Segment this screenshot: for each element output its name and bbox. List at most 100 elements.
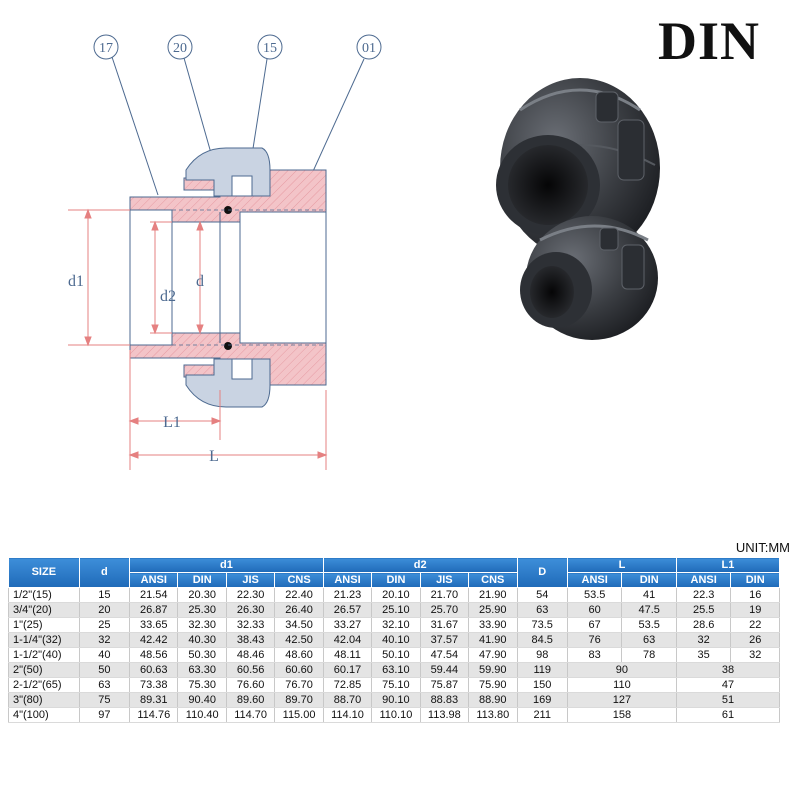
table-cell: 26.57 [322,602,373,618]
table-cell: 76.70 [274,677,324,693]
dim-L-label: L [209,448,219,465]
table-cell: 60.63 [129,662,179,678]
table-cell: 114.10 [322,707,373,723]
table-cell: 59.90 [468,662,518,678]
table-cell: 22.3 [675,587,732,603]
table-cell: 26 [730,632,780,648]
header-L-ansi: ANSI [566,572,623,588]
spec-table: SIZE d d1 d2 D L L1 ANSI DIN JIS CNS ANS… [8,557,781,723]
table-cell: 89.70 [274,692,324,708]
header-d2: d2 [322,557,518,573]
table-cell: 1-1/2"(40) [8,647,80,663]
header-d: d [78,557,131,588]
table-cell: 110 [566,677,677,693]
table-cell: 88.70 [322,692,373,708]
table-cell: 83 [566,647,623,663]
table-cell: 20.10 [371,587,421,603]
table-cell: 1-1/4"(32) [8,632,80,648]
fitting-photo [496,78,660,340]
table-cell: 97 [78,707,131,723]
small-union-fitting [520,216,658,340]
table-cell: 48.60 [274,647,324,663]
table-cell: 61 [675,707,781,723]
table-cell: 47.90 [468,647,518,663]
callout-01-label: 01 [362,41,376,56]
table-cell: 3/4"(20) [8,602,80,618]
table-cell: 63 [621,632,677,648]
table-cell: 59.44 [419,662,470,678]
table-cell: 47.54 [419,647,470,663]
table-cell: 25.30 [177,602,227,618]
table-cell: 113.98 [419,707,470,723]
callout-15: 15 [251,34,283,156]
table-cell: 28.6 [675,617,732,633]
table-cell: 4"(100) [8,707,80,723]
header-d2-jis: JIS [419,572,470,588]
table-cell: 110.10 [371,707,421,723]
table-cell: 33.65 [129,617,179,633]
table-cell: 42.42 [129,632,179,648]
table-cell: 25 [78,617,131,633]
table-cell: 21.70 [419,587,470,603]
table-cell: 25.10 [371,602,421,618]
table-cell: 75.30 [177,677,227,693]
table-cell: 90.40 [177,692,227,708]
table-cell: 32.30 [177,617,227,633]
table-cell: 25.90 [468,602,518,618]
callout-15-label: 15 [263,41,277,56]
table-cell: 22 [730,617,780,633]
table-cell: 32.33 [225,617,276,633]
table-cell: 26.30 [225,602,276,618]
table-cell: 21.90 [468,587,518,603]
table-cell: 40.30 [177,632,227,648]
table-cell: 51 [675,692,781,708]
table-cell: 48.56 [129,647,179,663]
table-cell: 110.40 [177,707,227,723]
table-cell: 53.5 [621,617,677,633]
table-cell: 31.67 [419,617,470,633]
table-cell: 38.43 [225,632,276,648]
table-cell: 40.10 [371,632,421,648]
table-cell: 60.17 [322,662,373,678]
table-cell: 21.54 [129,587,179,603]
table-cell: 115.00 [274,707,324,723]
table-cell: 38 [675,662,781,678]
table-cell: 40 [78,647,131,663]
table-cell: 41 [621,587,677,603]
table-cell: 42.04 [322,632,373,648]
table-cell: 72.85 [322,677,373,693]
table-cell: 2-1/2"(65) [8,677,80,693]
callout-17: 17 [93,34,159,196]
table-cell: 60.56 [225,662,276,678]
table-cell: 19 [730,602,780,618]
table-cell: 32 [730,647,780,663]
table-cell: 88.83 [419,692,470,708]
header-d2-cns: CNS [468,572,518,588]
table-cell: 113.80 [468,707,518,723]
table-cell: 60.60 [274,662,324,678]
table-cell: 32 [78,632,131,648]
table-cell: 158 [566,707,677,723]
table-cell: 73.5 [516,617,568,633]
table-cell: 90.10 [371,692,421,708]
table-cell: 60 [566,602,623,618]
callout-20-label: 20 [173,41,187,56]
header-d1-jis: JIS [225,572,276,588]
dim-d-label: d [196,273,204,290]
dimension-lines [68,208,328,470]
table-cell: 47 [675,677,781,693]
table-cell: 78 [621,647,677,663]
table-cell: 32.10 [371,617,421,633]
table-cell: 76.60 [225,677,276,693]
table-cell: 84.5 [516,632,568,648]
header-size: SIZE [8,557,80,588]
table-cell: 26.40 [274,602,324,618]
table-cell: 75.87 [419,677,470,693]
table-cell: 2"(50) [8,662,80,678]
table-cell: 75 [78,692,131,708]
callout-17-label: 17 [99,41,113,56]
